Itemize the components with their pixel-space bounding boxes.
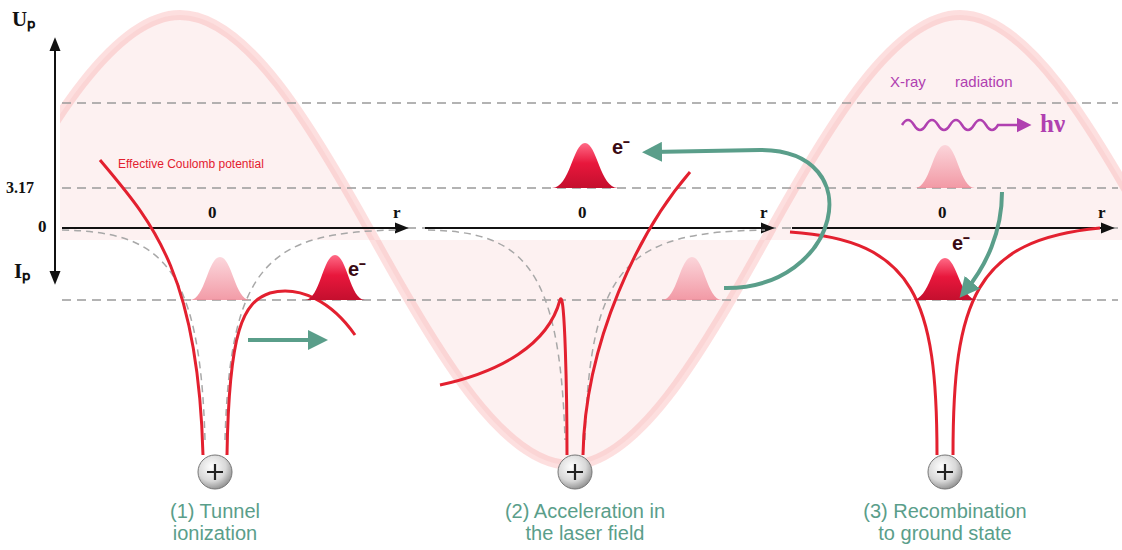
- motion-arrows: [248, 150, 1002, 340]
- step-caption: (1) Tunnel ionization: [150, 500, 280, 544]
- step-caption: (2) Acceleration in the laser field: [498, 500, 673, 544]
- level-value: 0: [38, 218, 47, 237]
- curve-label: Effective Coulomb potential: [118, 158, 264, 171]
- effective-potential: [100, 160, 355, 455]
- origin-label: 0: [578, 204, 587, 223]
- radiation-label: X-ray: [890, 74, 926, 91]
- laser-field: [60, 15, 1122, 465]
- axis-label: r: [393, 204, 401, 223]
- origin-label: 0: [938, 204, 947, 223]
- coulomb-potential: [790, 228, 1100, 455]
- photon-energy: hν: [1040, 110, 1065, 138]
- axis-label: r: [1098, 204, 1106, 223]
- origin-label: 0: [208, 204, 217, 223]
- axis-label: Uₚ: [12, 8, 35, 31]
- axis-label: Iₚ: [14, 260, 30, 283]
- level-value: 3.17: [6, 179, 34, 197]
- r-axes: [62, 227, 1112, 229]
- energy-axis: [54, 40, 56, 282]
- xray-wave: [902, 120, 1024, 130]
- electron-label: e⁻: [952, 232, 970, 254]
- axis-label: r: [760, 204, 768, 223]
- energy-axis: [54, 100, 56, 282]
- step-caption: (3) Recombination to ground state: [858, 500, 1033, 544]
- radiation-label: radiation: [955, 74, 1013, 91]
- electron-label: e⁻: [348, 258, 366, 280]
- energy-levels: [62, 103, 1118, 300]
- effective-potential: [440, 172, 690, 455]
- nucleus: [198, 455, 962, 489]
- wave-packets: [190, 143, 978, 300]
- electron-label: e⁻: [612, 136, 630, 158]
